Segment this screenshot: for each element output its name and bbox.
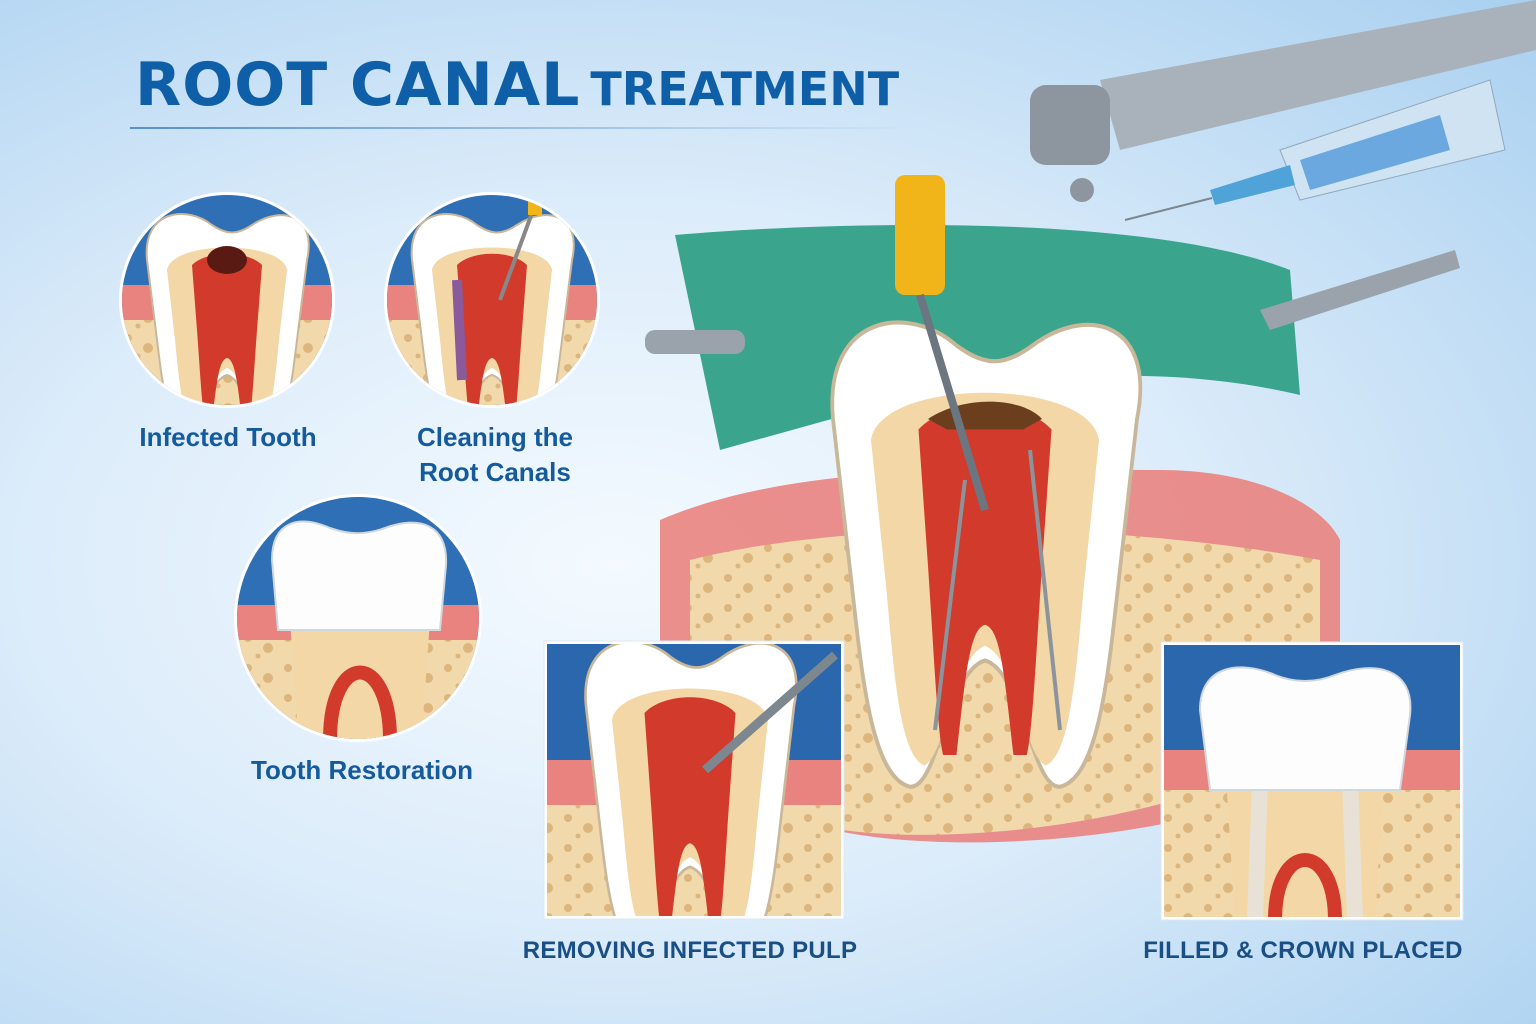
title-divider bbox=[130, 127, 910, 129]
dental-handpiece bbox=[1030, 0, 1536, 202]
dam-clamp-left bbox=[645, 330, 745, 354]
step-label-filled-crown: FILLED & CROWN PLACED bbox=[1143, 937, 1463, 964]
tooth-restoration-illustration bbox=[234, 494, 482, 742]
step-label-restoration: Tooth Restoration bbox=[251, 755, 473, 785]
step-label-cleaning-line2: Root Canals bbox=[419, 457, 571, 487]
step-label-removing-pulp: REMOVING INFECTED PULP bbox=[522, 937, 858, 964]
removing-pulp-panel bbox=[543, 640, 845, 920]
step-label-cleaning-line1: Cleaning the bbox=[416, 422, 574, 452]
title-sub: TREATMENT bbox=[590, 62, 900, 116]
dam-clamp-right bbox=[1260, 250, 1460, 330]
step-label-infected-tooth: Infected Tooth bbox=[139, 422, 317, 452]
endodontic-file bbox=[916, 293, 989, 512]
filled-crown-panel bbox=[1160, 641, 1464, 921]
step-label-cleaning: Cleaning the Root Canals bbox=[417, 420, 573, 490]
syringe bbox=[1124, 79, 1506, 221]
title-main: ROOT CANAL bbox=[135, 50, 581, 120]
endodontic-file-handle bbox=[895, 175, 945, 295]
infected-tooth-illustration bbox=[119, 192, 335, 408]
cleaning-canals-illustration bbox=[384, 192, 600, 408]
